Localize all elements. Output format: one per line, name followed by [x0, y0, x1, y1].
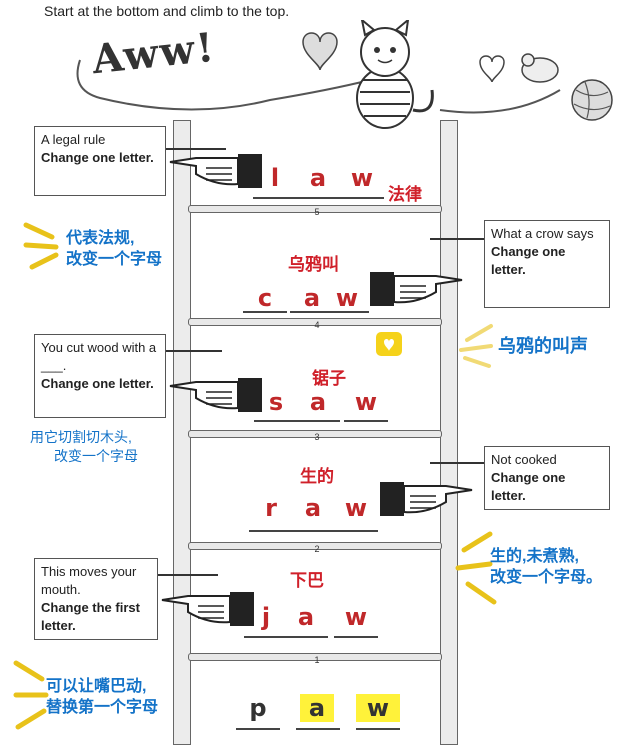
- zh-note-jaw: 可以让嘴巴动, 替换第一个字母: [46, 678, 159, 716]
- connector-line: [430, 238, 484, 240]
- letter-blank: [344, 420, 388, 422]
- zh-word-caw: 乌鸦叫: [288, 255, 339, 274]
- letter-a: a: [297, 603, 315, 631]
- ladder-rung: [188, 205, 442, 213]
- letter-blank: [249, 530, 293, 532]
- zh-note-saw: 用它切割切木头, 改变一个字母: [30, 428, 138, 466]
- connector-line: [166, 148, 226, 150]
- letter-a: a: [309, 388, 327, 416]
- letter-a: a: [300, 694, 334, 722]
- ladder-rung: [188, 318, 442, 326]
- rung-number: 5: [314, 207, 320, 217]
- clue-instruction: Change one letter.: [41, 150, 154, 165]
- ladder-rung: [188, 542, 442, 550]
- letter-blank: [356, 728, 400, 730]
- letter-blank: [340, 197, 384, 199]
- rung-number: 2: [314, 544, 320, 554]
- heart-icon: [302, 32, 338, 71]
- letter-a: a: [309, 164, 327, 192]
- letter-a: a: [304, 494, 322, 522]
- zh-note-caw: 乌鸦的叫声: [498, 336, 588, 356]
- letter-w: w: [344, 494, 368, 522]
- letter-blank: [254, 420, 298, 422]
- clue-box-caw: What a crow says Change one letter.: [484, 220, 610, 308]
- zh-word-jaw: 下巴: [290, 571, 324, 590]
- letter-j: j: [261, 603, 271, 631]
- letter-a: a: [303, 284, 321, 312]
- zh-note-raw: 生的,未煮熟, 改变一个字母。: [490, 548, 603, 586]
- sparkle-icon: [13, 660, 49, 730]
- sparkle-icon: [459, 324, 493, 368]
- zh-word-raw: 生的: [300, 467, 334, 486]
- clue-text: A legal rule: [41, 132, 106, 147]
- sparkle-icon: [23, 222, 59, 270]
- clue-box-law: A legal rule Change one letter.: [34, 126, 166, 196]
- clue-box-jaw: This moves your mouth. Change the first …: [34, 558, 158, 640]
- ladder-rung: [188, 430, 442, 438]
- letter-l: l: [270, 164, 280, 192]
- letter-w: w: [335, 284, 359, 312]
- cat-illustration: [356, 20, 434, 129]
- mouse-icon: [521, 53, 559, 83]
- letter-blank: [244, 636, 288, 638]
- letter-blank: [236, 728, 280, 730]
- connector-line: [166, 350, 222, 352]
- letter-blank: [284, 636, 328, 638]
- connector-line: [430, 462, 484, 464]
- heart-badge-icon: [376, 332, 402, 356]
- letter-blank: [243, 311, 287, 313]
- zh-word-law: 法律: [388, 185, 422, 204]
- pointing-hand-icon: [380, 482, 473, 516]
- rung-number: 4: [314, 320, 320, 330]
- zh-note-law: 代表法规, 改变一个字母: [66, 230, 163, 268]
- letter-p: p: [249, 694, 267, 722]
- ladder-rung: [188, 653, 442, 661]
- zh-word-saw: 锯子: [312, 369, 346, 388]
- letter-blank: [325, 311, 369, 313]
- letter-w: w: [350, 164, 374, 192]
- clue-box-saw: You cut wood with a ___. Change one lett…: [34, 334, 166, 418]
- clue-instruction: Change one letter.: [491, 470, 566, 503]
- letter-blank: [334, 636, 378, 638]
- pointing-hand-icon: [370, 272, 463, 306]
- letter-blank: [253, 197, 297, 199]
- header-decoration: [76, 20, 613, 129]
- rung-number: 1: [314, 655, 320, 665]
- clue-instruction: Change the first letter.: [41, 600, 140, 633]
- letter-r: r: [265, 494, 277, 522]
- letter-w: w: [344, 603, 368, 631]
- yarn-ball-icon: [571, 79, 613, 121]
- letter-w: w: [354, 388, 378, 416]
- letter-blank: [296, 420, 340, 422]
- connector-line: [158, 574, 218, 576]
- clue-instruction: Change one letter.: [41, 376, 154, 391]
- clue-instruction: Change one letter.: [491, 244, 566, 277]
- clue-box-raw: Not cooked Change one letter.: [484, 446, 610, 510]
- heart-icon: [479, 55, 505, 83]
- letter-s: s: [268, 388, 284, 416]
- letter-w: w: [356, 694, 400, 722]
- letter-blank: [296, 197, 340, 199]
- letter-blank: [296, 728, 340, 730]
- sparkle-icon: [455, 531, 497, 605]
- clue-text: Not cooked: [491, 452, 557, 467]
- pointing-hand-icon: [169, 154, 262, 188]
- letter-blank: [291, 530, 335, 532]
- instruction-text: Start at the bottom and climb to the top…: [44, 3, 290, 19]
- ladder-right-rail: [440, 120, 458, 745]
- pointing-hand-icon: [161, 592, 254, 626]
- clue-text: What a crow says: [491, 226, 594, 241]
- letter-c: c: [257, 284, 273, 312]
- letter-blank: [290, 311, 334, 313]
- clue-text: This moves your mouth.: [41, 564, 137, 597]
- rung-number: 3: [314, 432, 320, 442]
- pointing-hand-icon: [169, 378, 262, 412]
- letter-blank: [334, 530, 378, 532]
- clue-text: You cut wood with a ___.: [41, 340, 157, 373]
